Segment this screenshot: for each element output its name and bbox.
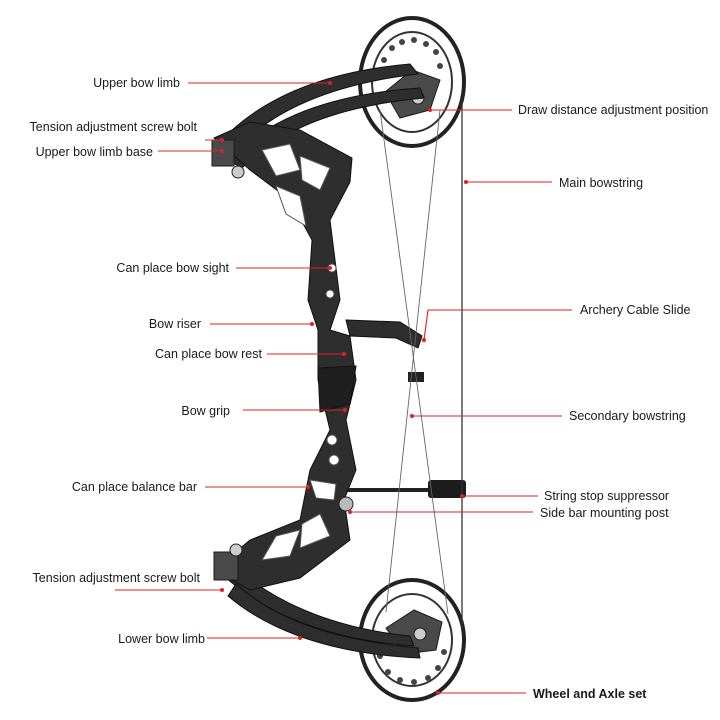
label-side-bar-post: Side bar mounting post [540, 506, 669, 520]
label-tension-screw-lower: Tension adjustment screw bolt [33, 571, 201, 585]
label-bow-sight: Can place bow sight [116, 261, 229, 275]
side-bar [338, 480, 466, 512]
label-string-stop: String stop suppressor [544, 489, 669, 503]
upper-cam-wheel [358, 16, 466, 148]
leader-lines [115, 82, 572, 694]
label-bow-rest: Can place bow rest [155, 347, 263, 361]
lower-limb-shape [221, 559, 421, 659]
label-upper-bow-limb: Upper bow limb [93, 76, 180, 90]
riser-shape [211, 121, 357, 591]
label-tension-screw-upper: Tension adjustment screw bolt [30, 120, 198, 134]
label-upper-limb-base: Upper bow limb base [36, 145, 153, 159]
leader-dots [220, 81, 468, 695]
bowstrings [379, 100, 463, 630]
label-balance-bar: Can place balance bar [72, 480, 197, 494]
label-cable-slide: Archery Cable Slide [580, 303, 691, 317]
label-bow-grip: Bow grip [181, 404, 230, 418]
label-bow-riser: Bow riser [149, 317, 201, 331]
label-draw-distance: Draw distance adjustment position [518, 103, 708, 117]
label-secondary-bowstring: Secondary bowstring [569, 409, 686, 423]
label-wheel-axle: Wheel and Axle set [533, 687, 647, 701]
label-lower-bow-limb: Lower bow limb [118, 632, 205, 646]
label-main-bowstring: Main bowstring [559, 176, 643, 190]
